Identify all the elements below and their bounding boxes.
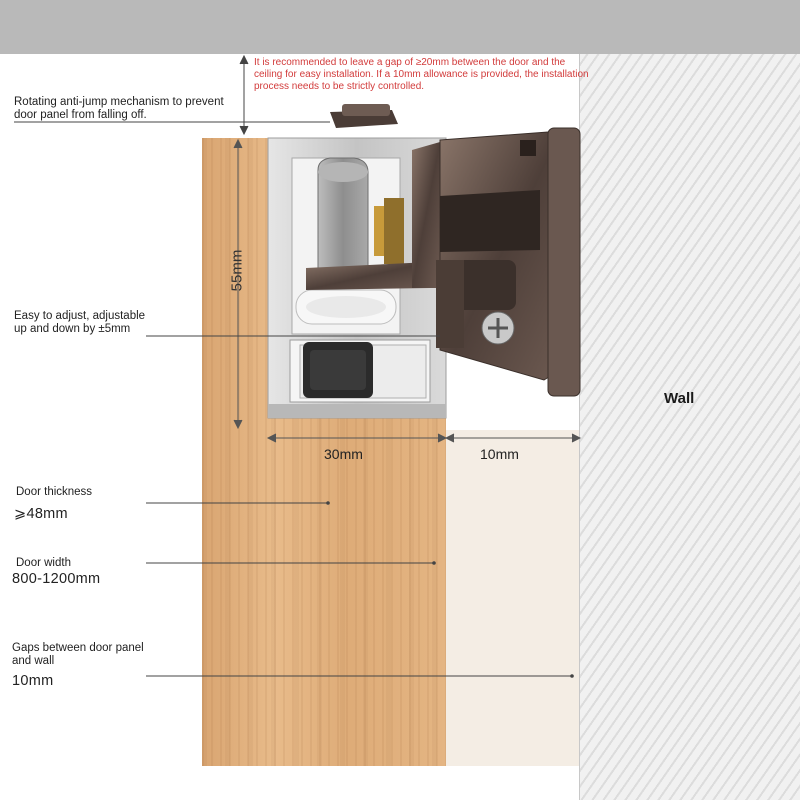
leader-dots bbox=[326, 501, 574, 678]
anti-jump-callout: Rotating anti-jump mechanism to prevent … bbox=[14, 96, 224, 121]
door-width-value: 800-1200mm bbox=[12, 571, 101, 587]
track-width-label: 30mm bbox=[324, 446, 363, 462]
door-thickness-value: ⩾48mm bbox=[14, 506, 68, 522]
guide-wheel bbox=[295, 289, 397, 325]
top-band bbox=[0, 0, 800, 54]
leader-lines bbox=[14, 121, 572, 677]
wall-label: Wall bbox=[664, 390, 695, 407]
height-dimension bbox=[233, 138, 243, 430]
runner-block bbox=[303, 342, 373, 398]
wall-gap-zone bbox=[445, 430, 579, 766]
wall-bracket bbox=[306, 104, 581, 397]
wall-gap-dimension-label: 10mm bbox=[480, 446, 519, 462]
ceiling-gap-note: It is recommended to leave a gap of ≥20m… bbox=[254, 57, 589, 92]
door-width-label: Door width bbox=[16, 557, 71, 569]
horizontal-dimensions bbox=[266, 433, 582, 443]
roller-wheel bbox=[317, 157, 404, 271]
wall-gap-value: 10mm bbox=[12, 673, 54, 689]
wall-hatching bbox=[580, 54, 800, 800]
door-thickness-label: Door thickness bbox=[16, 486, 93, 498]
ceiling-gap-arrow bbox=[239, 54, 249, 136]
wall-gap-label: Gaps between door panel and wall bbox=[12, 642, 144, 667]
wall-edge-line bbox=[579, 54, 580, 800]
adjust-callout: Easy to adjust, adjustable up and down b… bbox=[14, 310, 146, 335]
height-dimension-label: 55mm bbox=[228, 249, 246, 292]
